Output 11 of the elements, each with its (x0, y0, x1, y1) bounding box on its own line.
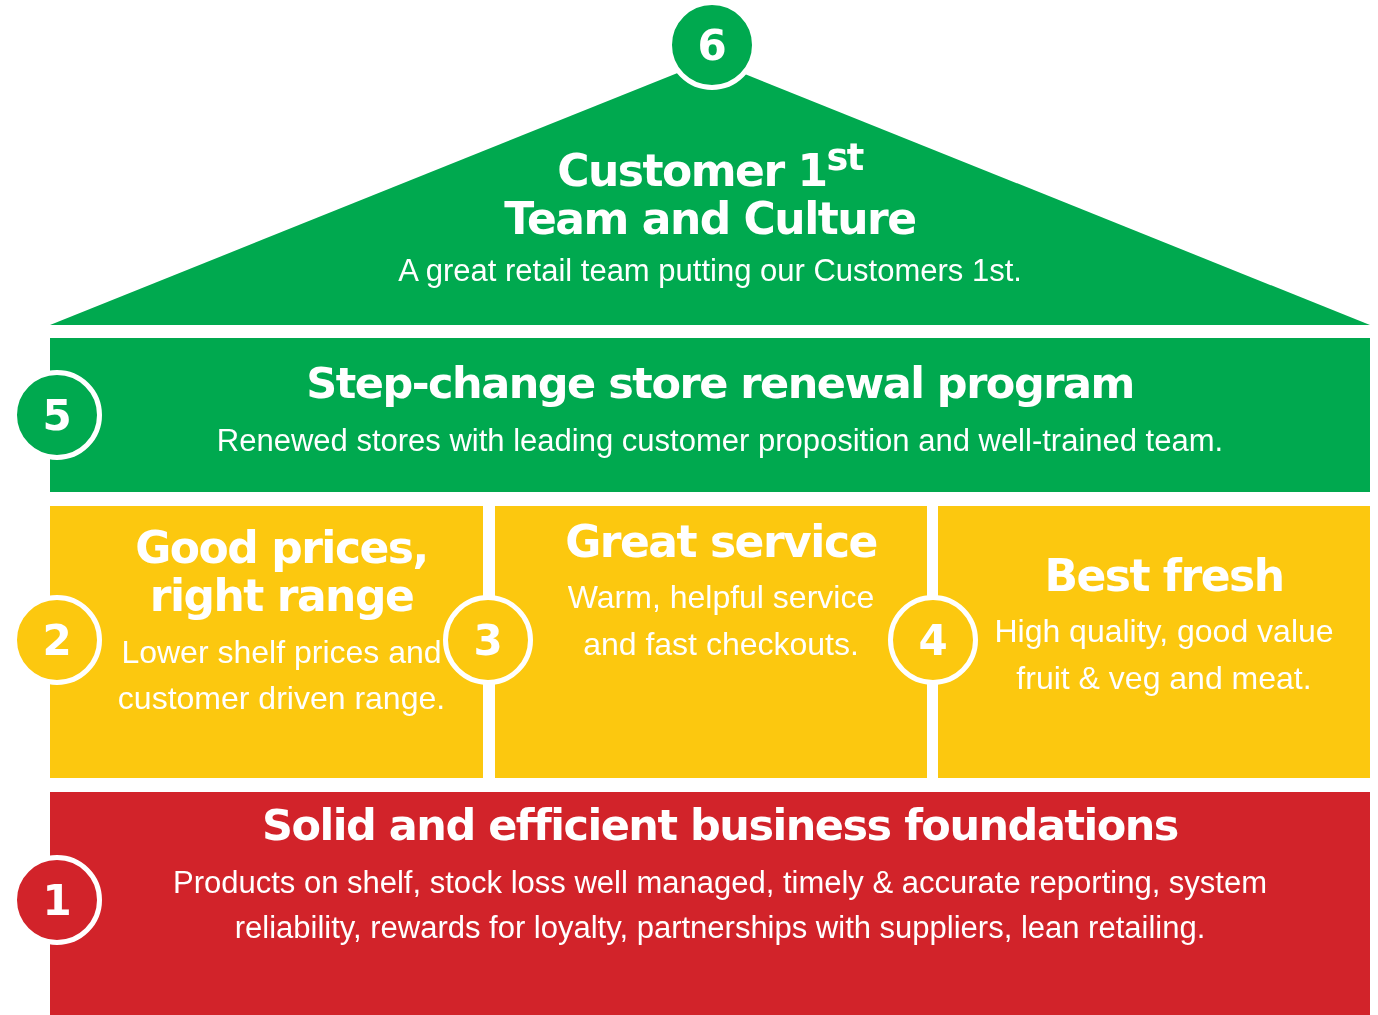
heading: Good prices, right range (134, 524, 429, 621)
heading: Great service (565, 518, 877, 567)
heading: Step-change store renewal program (306, 360, 1134, 408)
description: Warm, helpful service and fast checkouts. (566, 578, 876, 664)
description: Renewed stores with leading customer proposition and well-trained team. (216, 422, 1224, 461)
description: Products on shelf, stock loss well managed, timely & accurate reporting, system reliability, rewards for loyalty, partnerships with suppliers, lean retailing. (171, 864, 1269, 948)
heading: Solid and efficient business foundations (262, 802, 1178, 850)
description: High quality, good value fruit & veg and meat. (993, 612, 1335, 698)
heading: Best fresh (1044, 552, 1284, 601)
description: A great retail team putting our Customers 1st. (398, 252, 1022, 291)
heading: Customer 1$^{st}$ Team and Culture (503, 138, 917, 244)
